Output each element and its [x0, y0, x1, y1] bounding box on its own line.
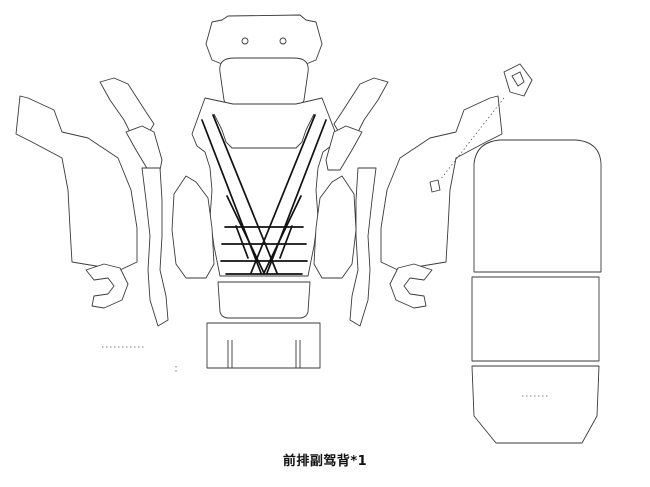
right-hook-piece: [389, 263, 433, 309]
pattern-caption: 前排副驾背*1: [282, 454, 368, 469]
seat-lower-panel: [217, 281, 311, 319]
bottom-strip: [206, 322, 321, 369]
headrest-top: [205, 14, 323, 65]
headrest-front: [219, 57, 309, 108]
rear-back-panel-bottom: [471, 365, 600, 444]
seatbelt-guide: [429, 63, 533, 193]
right-inner-bolster: [313, 167, 377, 327]
right-mid-side-panel: [325, 77, 389, 171]
left-mid-side-panel: [99, 77, 163, 171]
stray-marks: [102, 346, 177, 372]
left-hook-piece: [85, 263, 129, 309]
seat-back-main: [191, 97, 337, 277]
rear-back-panel-middle: [471, 276, 600, 362]
rear-back-panel-top: [473, 139, 602, 273]
left-outer-side-panel: [15, 95, 138, 271]
left-inner-bolster: [141, 167, 215, 327]
